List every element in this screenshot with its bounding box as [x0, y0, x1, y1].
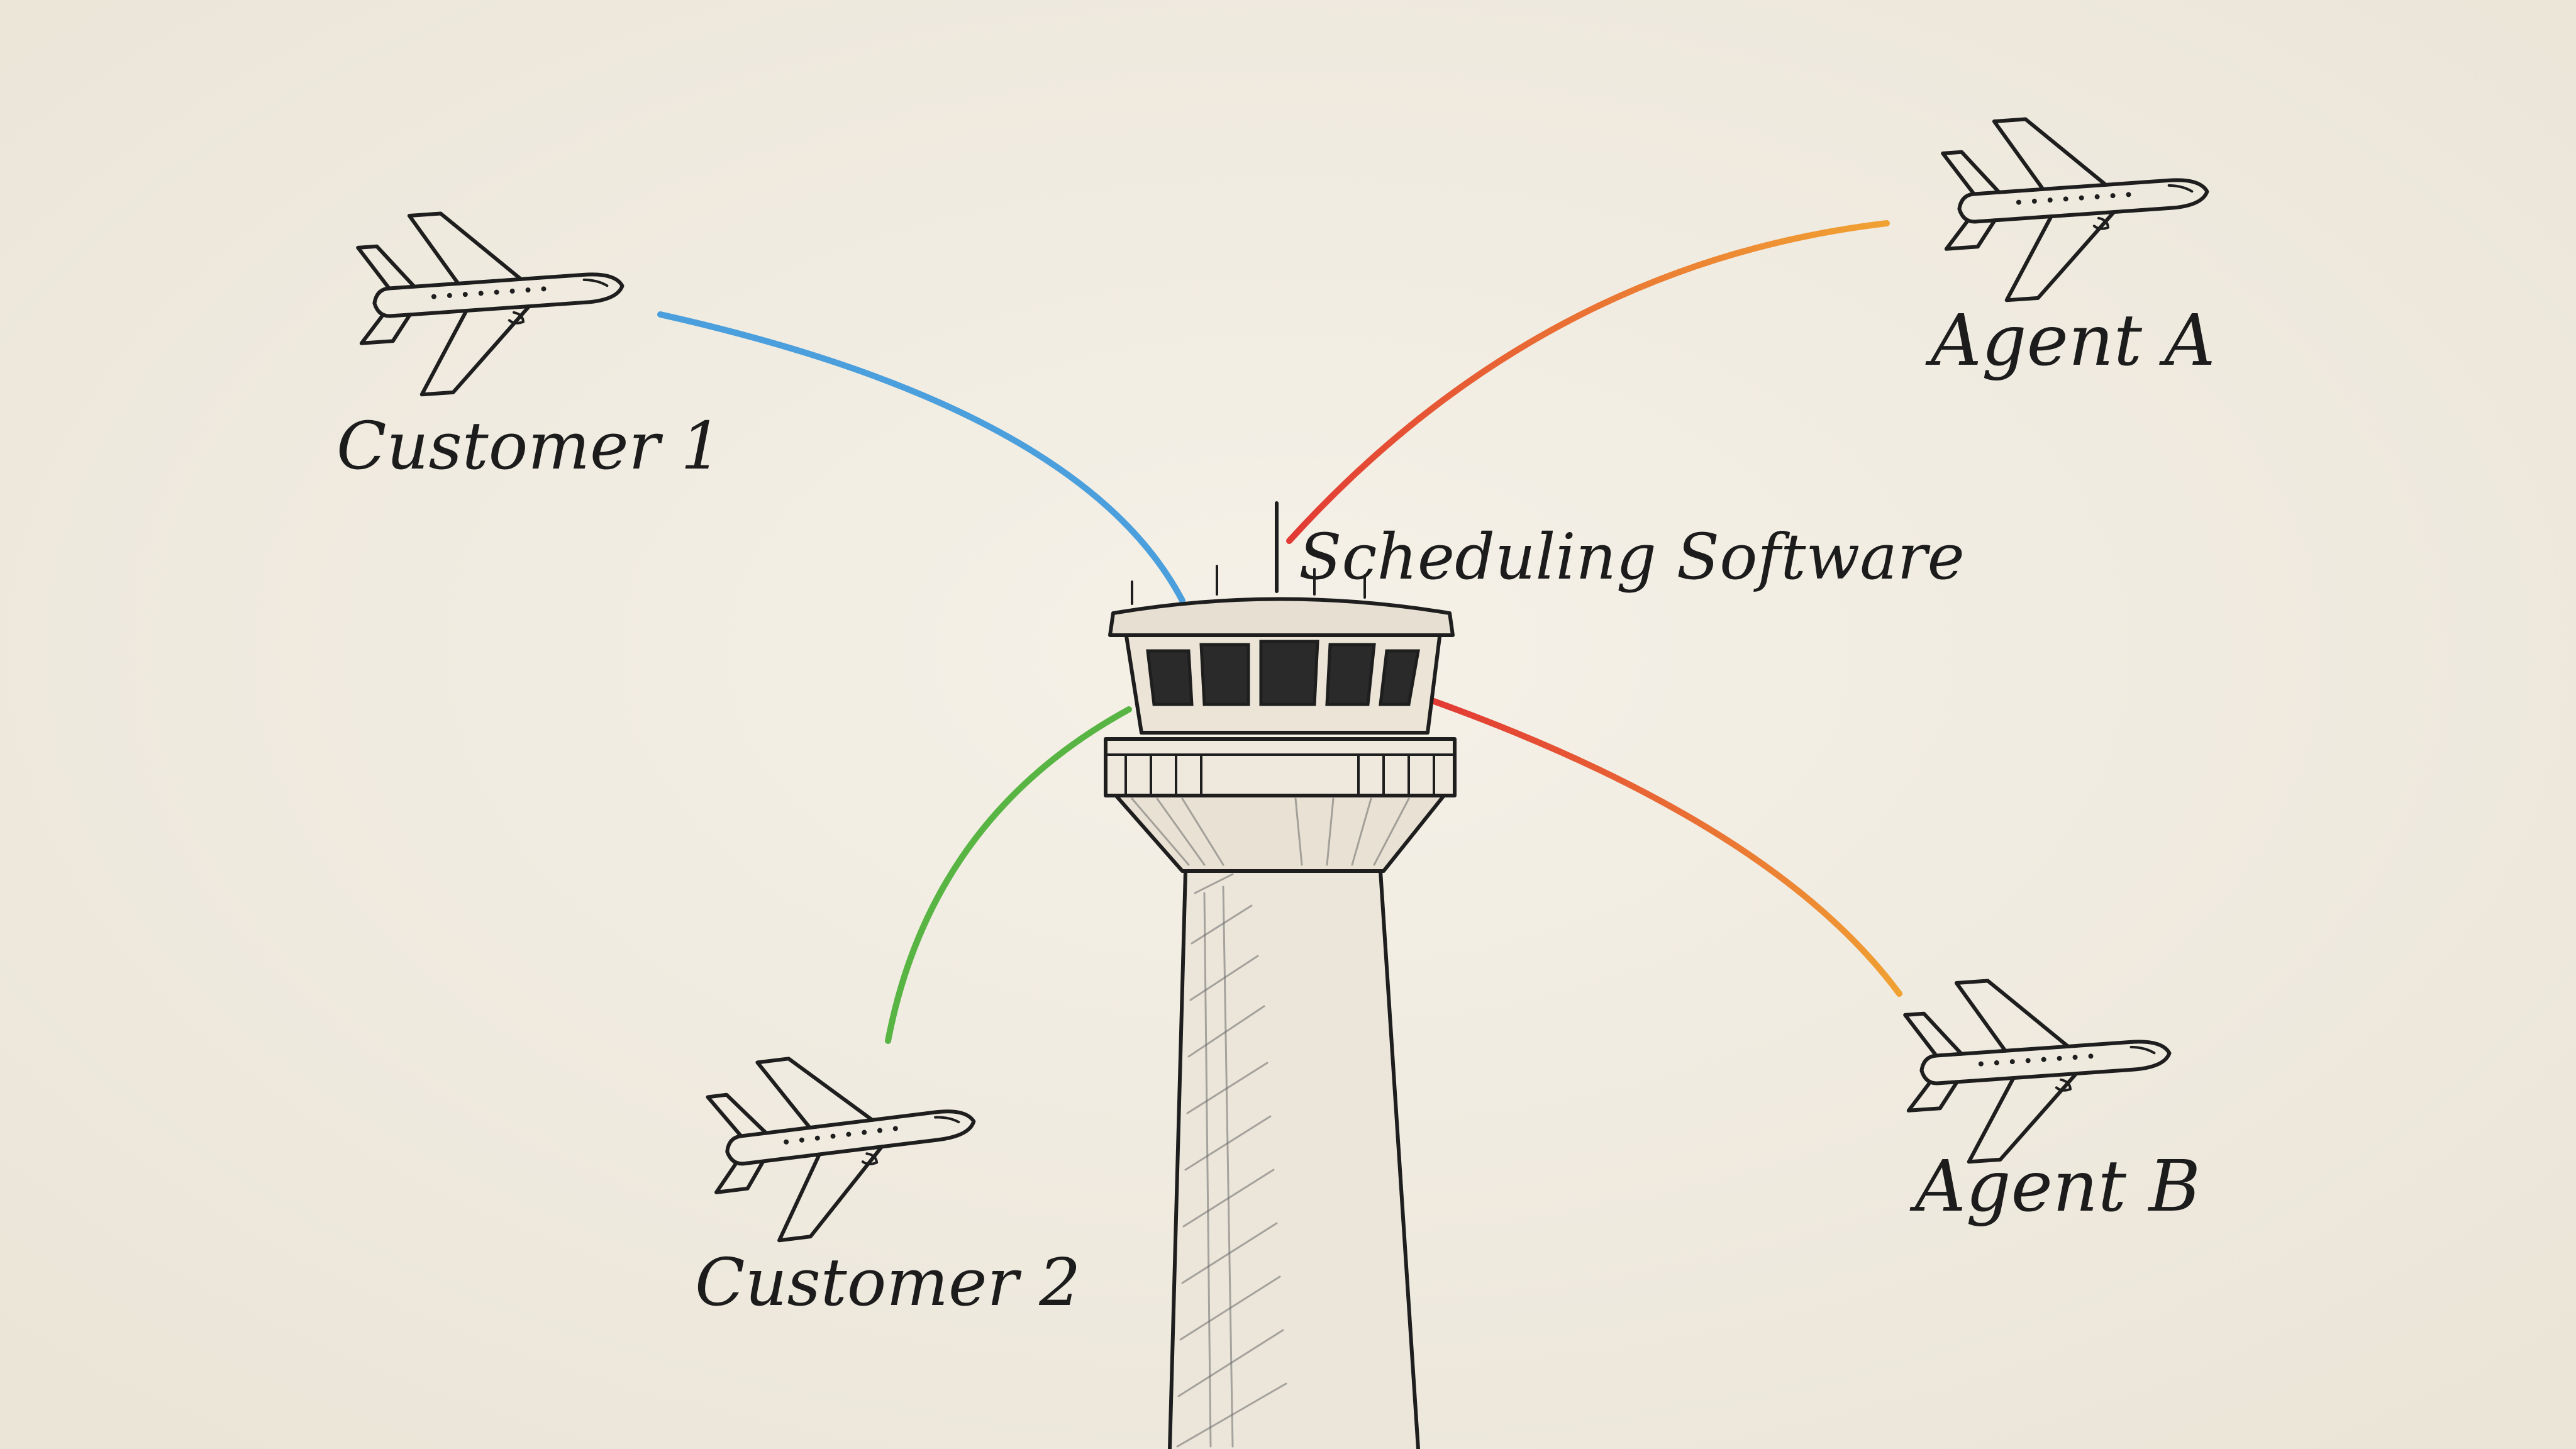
node-label-customer-2: Customer 2 — [695, 1244, 1080, 1321]
tower-windows — [1146, 640, 1420, 706]
connector-customer-1 — [657, 311, 1185, 604]
node-label-agent-a: Agent A — [1925, 300, 2215, 382]
node-label-customer-1: Customer 1 — [336, 408, 722, 484]
node-label-agent-b: Agent B — [1909, 1146, 2201, 1228]
center-label: Scheduling Software — [1299, 520, 1965, 594]
control-tower-icon — [1104, 501, 1457, 1449]
connector-agent-a — [1286, 220, 1890, 544]
connector-customer-2 — [885, 706, 1132, 1044]
connector-agent-b — [1431, 698, 1902, 997]
